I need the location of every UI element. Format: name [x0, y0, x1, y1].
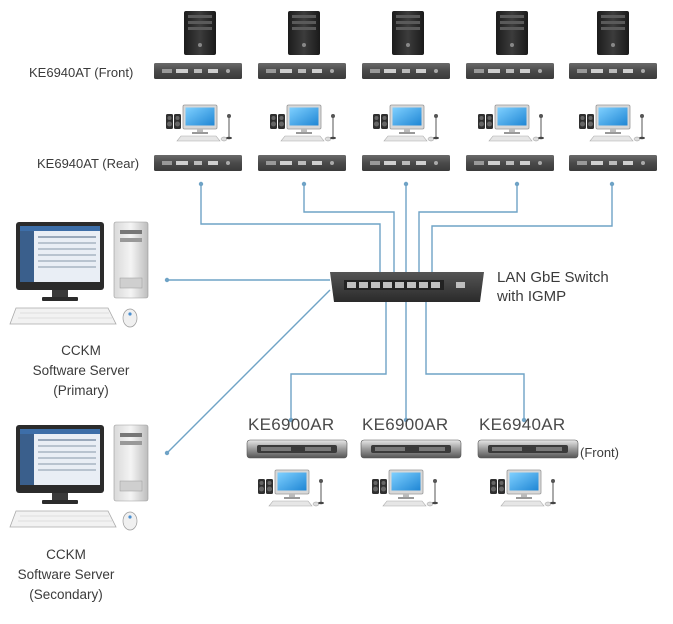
primary-server-label: CCKM Software Server (Primary) [6, 341, 156, 401]
primary-server-line1: CCKM [61, 343, 101, 358]
secondary-server-line3: (Secondary) [29, 587, 103, 602]
transmitter-rear-device [362, 155, 450, 171]
secondary-server-line1: CCKM [46, 547, 86, 562]
primary-server-line3: (Primary) [53, 383, 109, 398]
transmitter-rear-device [569, 155, 657, 171]
computer-icon [597, 11, 629, 55]
receiver-2-model: KE6900AR [362, 415, 449, 434]
receiver-device [477, 439, 579, 459]
cable-tx2 [303, 184, 395, 272]
cable-tx4 [418, 184, 518, 272]
workstation-icon [372, 104, 440, 142]
transmitter-front-device [362, 63, 450, 79]
cables [166, 184, 613, 454]
secondary-server-line2: Software Server [17, 567, 115, 582]
remote-workstations [257, 469, 557, 507]
computer-icon [392, 11, 424, 55]
secondary-server-icon [9, 424, 149, 531]
secondary-server-label: CCKM Software Server (Secondary) [0, 545, 141, 605]
transmitter-front-device [258, 63, 346, 79]
receiver-1-model: KE6900AR [248, 415, 335, 434]
cable-rx1 [290, 302, 387, 420]
switch-label-line1: LAN GbE Switch [497, 269, 609, 286]
workstation-icon [257, 469, 325, 507]
workstation-icon [269, 104, 337, 142]
transmitter-front-label: KE6940AT (Front) [29, 65, 134, 80]
computer-icon [496, 11, 528, 55]
cable-tx5 [431, 184, 613, 272]
transmitter-rear-device [154, 155, 242, 171]
cable-secondary [166, 289, 331, 454]
receiver-3-front-label: (Front) [580, 445, 619, 460]
switch-label: LAN GbE Switch with IGMP [497, 268, 609, 306]
switch-label-line2: with IGMP [497, 288, 567, 305]
receivers [246, 439, 579, 459]
transmitter-front-device [466, 63, 554, 79]
transmitter-rear-device [258, 155, 346, 171]
computer-icon [184, 11, 216, 55]
workstation-icon [489, 469, 557, 507]
primary-server-line2: Software Server [32, 363, 130, 378]
workstation-icon [371, 469, 439, 507]
transmitter-rear-label: KE6940AT (Rear) [37, 156, 140, 171]
local-workstations [165, 104, 646, 142]
receiver-3-model: KE6940AR [479, 415, 566, 434]
transmitter-front-device [569, 63, 657, 79]
network-switch [330, 272, 484, 302]
receiver-device [246, 439, 348, 459]
cable-endpoints [164, 181, 615, 456]
computer-icon [288, 11, 320, 55]
transmitters-front [154, 63, 657, 79]
transmitters-rear [154, 155, 657, 171]
primary-server-icon [9, 221, 149, 328]
workstation-icon [578, 104, 646, 142]
transmitter-rear-device [466, 155, 554, 171]
receiver-device [360, 439, 462, 459]
cable-tx1 [200, 184, 381, 272]
transmitter-front-device [154, 63, 242, 79]
workstation-icon [477, 104, 545, 142]
cable-rx3 [425, 302, 525, 420]
source-computers [184, 11, 629, 55]
workstation-icon [165, 104, 233, 142]
